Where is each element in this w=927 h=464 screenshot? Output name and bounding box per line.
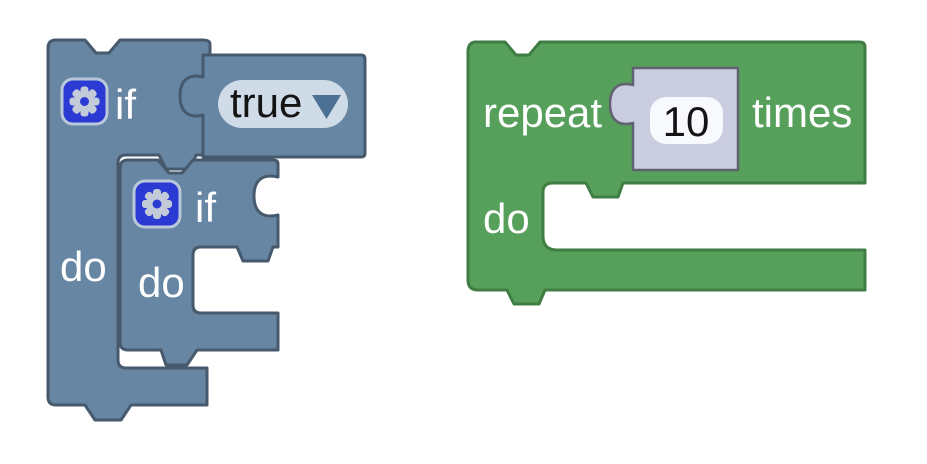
gear-hub xyxy=(152,199,162,209)
times-label: times xyxy=(752,89,852,136)
repeat-block[interactable] xyxy=(466,40,867,306)
outer-do-label: do xyxy=(60,243,107,290)
number-field[interactable] xyxy=(650,97,723,144)
nested-if-label: if xyxy=(195,184,216,231)
true-dropdown-label: true xyxy=(230,79,302,126)
repeat-label: repeat xyxy=(483,89,602,136)
if-block-outer[interactable] xyxy=(46,38,212,422)
gear-hub xyxy=(80,97,89,106)
true-dropdown-field[interactable] xyxy=(218,80,348,128)
repeat-do-label: do xyxy=(483,195,530,242)
dropdown-arrow-icon[interactable] xyxy=(312,95,341,119)
outer-if-label: if xyxy=(115,81,136,128)
mutator-gear-icon[interactable] xyxy=(60,77,109,126)
number-field-value: 10 xyxy=(663,98,710,145)
mutator-gear-icon-nested[interactable] xyxy=(132,179,182,229)
nested-do-label: do xyxy=(138,259,185,306)
